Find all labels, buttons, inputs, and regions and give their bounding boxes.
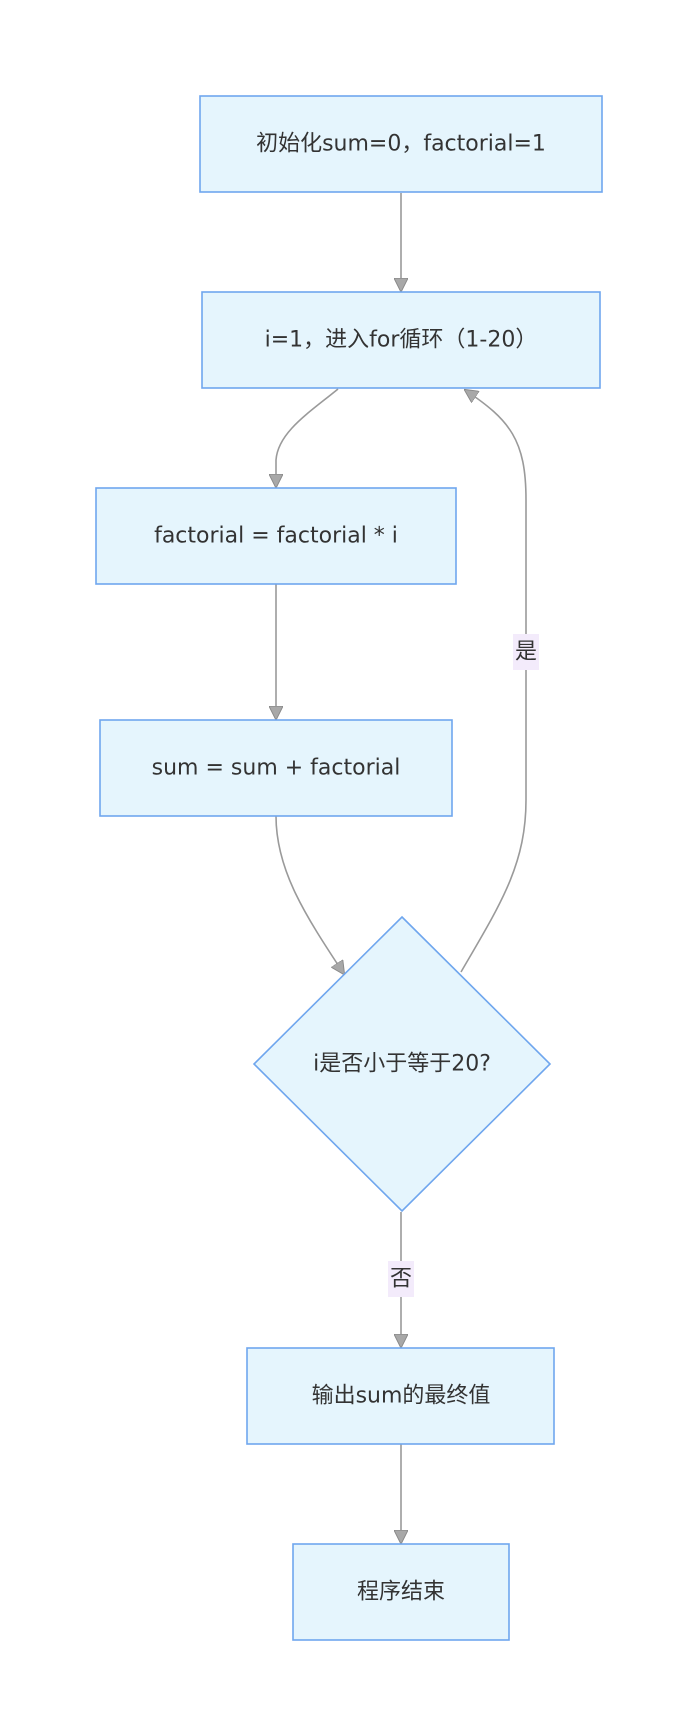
edge-label-no-text: 否: [390, 1267, 412, 1292]
edge-sum-to-decision: [275, 815, 344, 974]
node-output: 输出sum的最终值: [246, 1347, 555, 1445]
node-sum-update: sum = sum + factorial: [99, 719, 453, 817]
edge-label-yes-text: 是: [515, 640, 537, 665]
node-loop-start-text: i=1，进入for循环（1-20）: [265, 328, 538, 353]
node-factorial-update-text: factorial = factorial * i: [154, 524, 398, 549]
node-end: 程序结束: [292, 1543, 510, 1641]
node-sum-update-text: sum = sum + factorial: [152, 756, 401, 781]
node-init-text: 初始化sum=0，factorial=1: [256, 132, 546, 157]
node-output-text: 输出sum的最终值: [312, 1384, 491, 1409]
edge-label-yes: 是: [513, 634, 539, 670]
edge-decision-yes-to-loop: [460, 390, 527, 973]
node-decision-text: i是否小于等于20?: [313, 1052, 491, 1077]
edge-label-no: 否: [388, 1261, 414, 1297]
edge-loop-to-factorial: [276, 388, 339, 487]
node-decision: i是否小于等于20?: [252, 915, 552, 1213]
node-factorial-update: factorial = factorial * i: [95, 487, 457, 585]
node-init: 初始化sum=0，factorial=1: [199, 95, 603, 193]
node-loop-start: i=1，进入for循环（1-20）: [201, 291, 601, 389]
node-end-text: 程序结束: [357, 1580, 445, 1605]
